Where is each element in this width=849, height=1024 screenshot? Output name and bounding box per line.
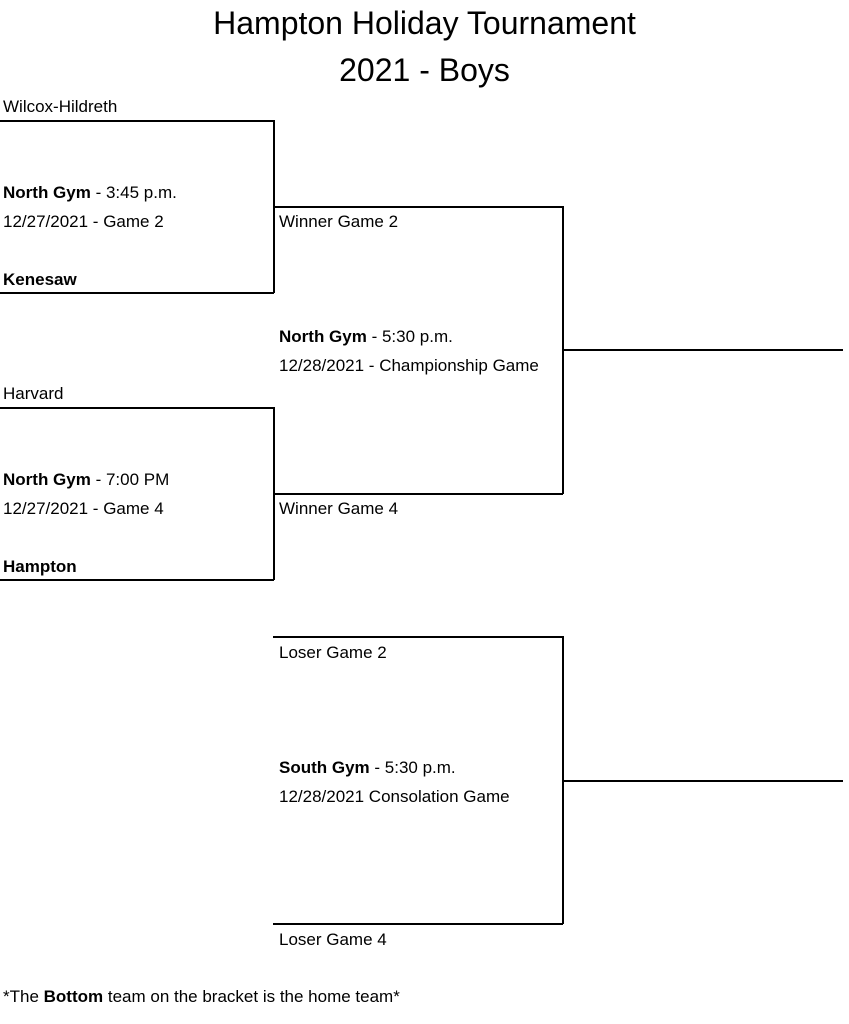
championship-time: - 5:30 p.m. — [366, 327, 453, 346]
championship-bottom-line — [273, 493, 563, 495]
consolation-bottom-line — [273, 923, 563, 925]
page-subtitle: 2021 - Boys — [339, 52, 510, 88]
consolation-gym: South Gym — [279, 758, 370, 777]
game4-time: - 7:00 PM — [90, 470, 170, 489]
consolation-time: - 5:30 p.m. — [369, 758, 456, 777]
game2-gym: North Gym — [3, 183, 91, 202]
footnote-prefix: *The — [3, 987, 44, 1006]
game4-gym: North Gym — [3, 470, 91, 489]
game4-bottom-line — [0, 579, 274, 581]
consolation-date-game: 12/28/2021 Consolation Game — [279, 787, 510, 806]
home-team-footnote: *The Bottom team on the bracket is the h… — [3, 986, 400, 1008]
game2-time: - 3:45 p.m. — [90, 183, 177, 202]
page-title: Hampton Holiday Tournament — [213, 5, 636, 41]
footnote-bold-word: Bottom — [43, 987, 104, 1006]
consolation-location: South Gym - 5:30 p.m. — [279, 757, 456, 779]
footnote-suffix: team on the bracket is the home team* — [103, 987, 400, 1006]
championship-bottom-slot: Winner Game 4 — [279, 499, 399, 518]
consolation-top-line — [273, 636, 563, 638]
consolation-top-slot: Loser Game 2 — [279, 643, 387, 662]
championship-gym: North Gym — [279, 327, 367, 346]
game2-bottom-line — [0, 292, 274, 294]
championship-location: North Gym - 5:30 p.m. — [279, 326, 453, 348]
championship-top-line — [273, 206, 563, 208]
game4-bottom-team: Hampton — [3, 557, 77, 576]
championship-winner-line — [562, 349, 843, 351]
game4-top-team: Harvard — [3, 384, 64, 403]
championship-top-slot: Winner Game 2 — [279, 212, 399, 231]
game4-location: North Gym - 7:00 PM — [3, 469, 169, 491]
game2-date-game: 12/27/2021 - Game 2 — [3, 212, 164, 231]
championship-date-game: 12/28/2021 - Championship Game — [279, 356, 539, 375]
consolation-bottom-slot: Loser Game 4 — [279, 930, 387, 949]
consolation-winner-line — [562, 780, 843, 782]
game2-top-team: Wilcox-Hildreth — [3, 97, 118, 116]
game2-top-line — [0, 120, 274, 122]
game2-bottom-team: Kenesaw — [3, 270, 77, 289]
game2-location: North Gym - 3:45 p.m. — [3, 182, 177, 204]
game4-date-game: 12/27/2021 - Game 4 — [3, 499, 164, 518]
game4-top-line — [0, 407, 274, 409]
